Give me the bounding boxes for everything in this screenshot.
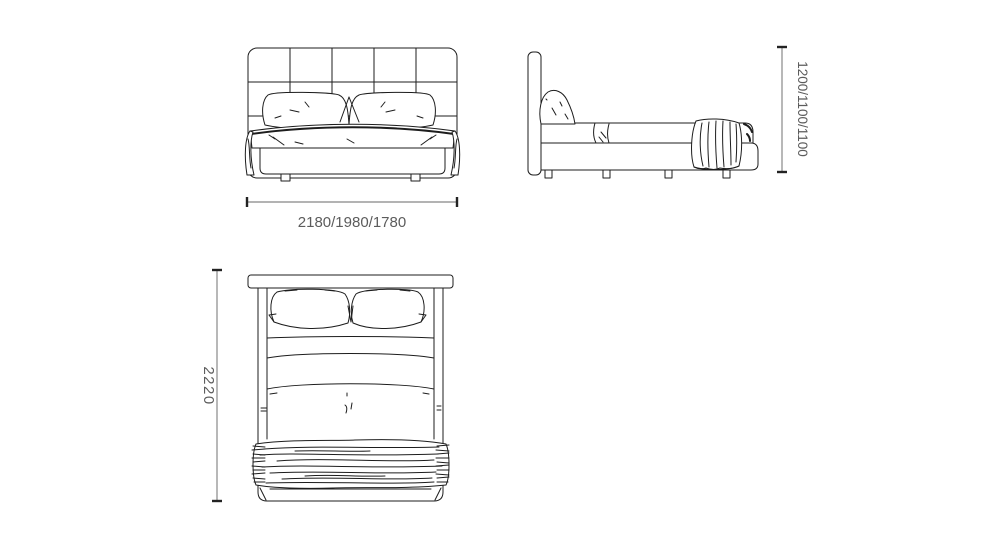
bed-front-view-drawing: 2180/1980/1780 xyxy=(244,47,461,231)
bed-top-view-drawing: 2220 xyxy=(200,268,454,503)
front-duvet xyxy=(244,123,461,176)
top-blanket xyxy=(251,439,450,489)
bed-side-view-drawing: 1200/1100/1100 xyxy=(527,45,810,179)
side-blanket xyxy=(691,118,743,170)
side-leg xyxy=(544,169,553,179)
top-bedding-lines xyxy=(260,336,442,414)
front-leg xyxy=(280,173,291,182)
top-side-rails xyxy=(266,287,435,440)
top-length-dimension: 2220 xyxy=(200,268,222,503)
front-base xyxy=(259,147,446,182)
side-leg xyxy=(602,169,611,179)
side-leg xyxy=(722,169,731,179)
side-headboard xyxy=(527,51,542,176)
front-width-dimension: 2180/1980/1780 xyxy=(245,197,459,231)
bed-side-view: 1200/1100/1100 xyxy=(515,38,815,233)
bed-front-view: 2180/1980/1780 xyxy=(235,38,475,233)
top-headboard-bar xyxy=(247,274,454,289)
side-height-dimension-label: 1200/1100/1100 xyxy=(795,61,810,157)
front-pillows xyxy=(262,91,436,130)
side-pillow xyxy=(539,89,576,125)
bed-top-view: 2220 xyxy=(185,260,465,515)
front-leg xyxy=(410,173,421,182)
top-length-dimension-label: 2220 xyxy=(200,366,217,405)
top-pillows xyxy=(268,288,427,330)
front-width-dimension-label: 2180/1980/1780 xyxy=(298,214,406,231)
side-height-dimension: 1200/1100/1100 xyxy=(777,45,810,174)
top-foot-band xyxy=(259,487,442,501)
side-leg xyxy=(664,169,673,179)
